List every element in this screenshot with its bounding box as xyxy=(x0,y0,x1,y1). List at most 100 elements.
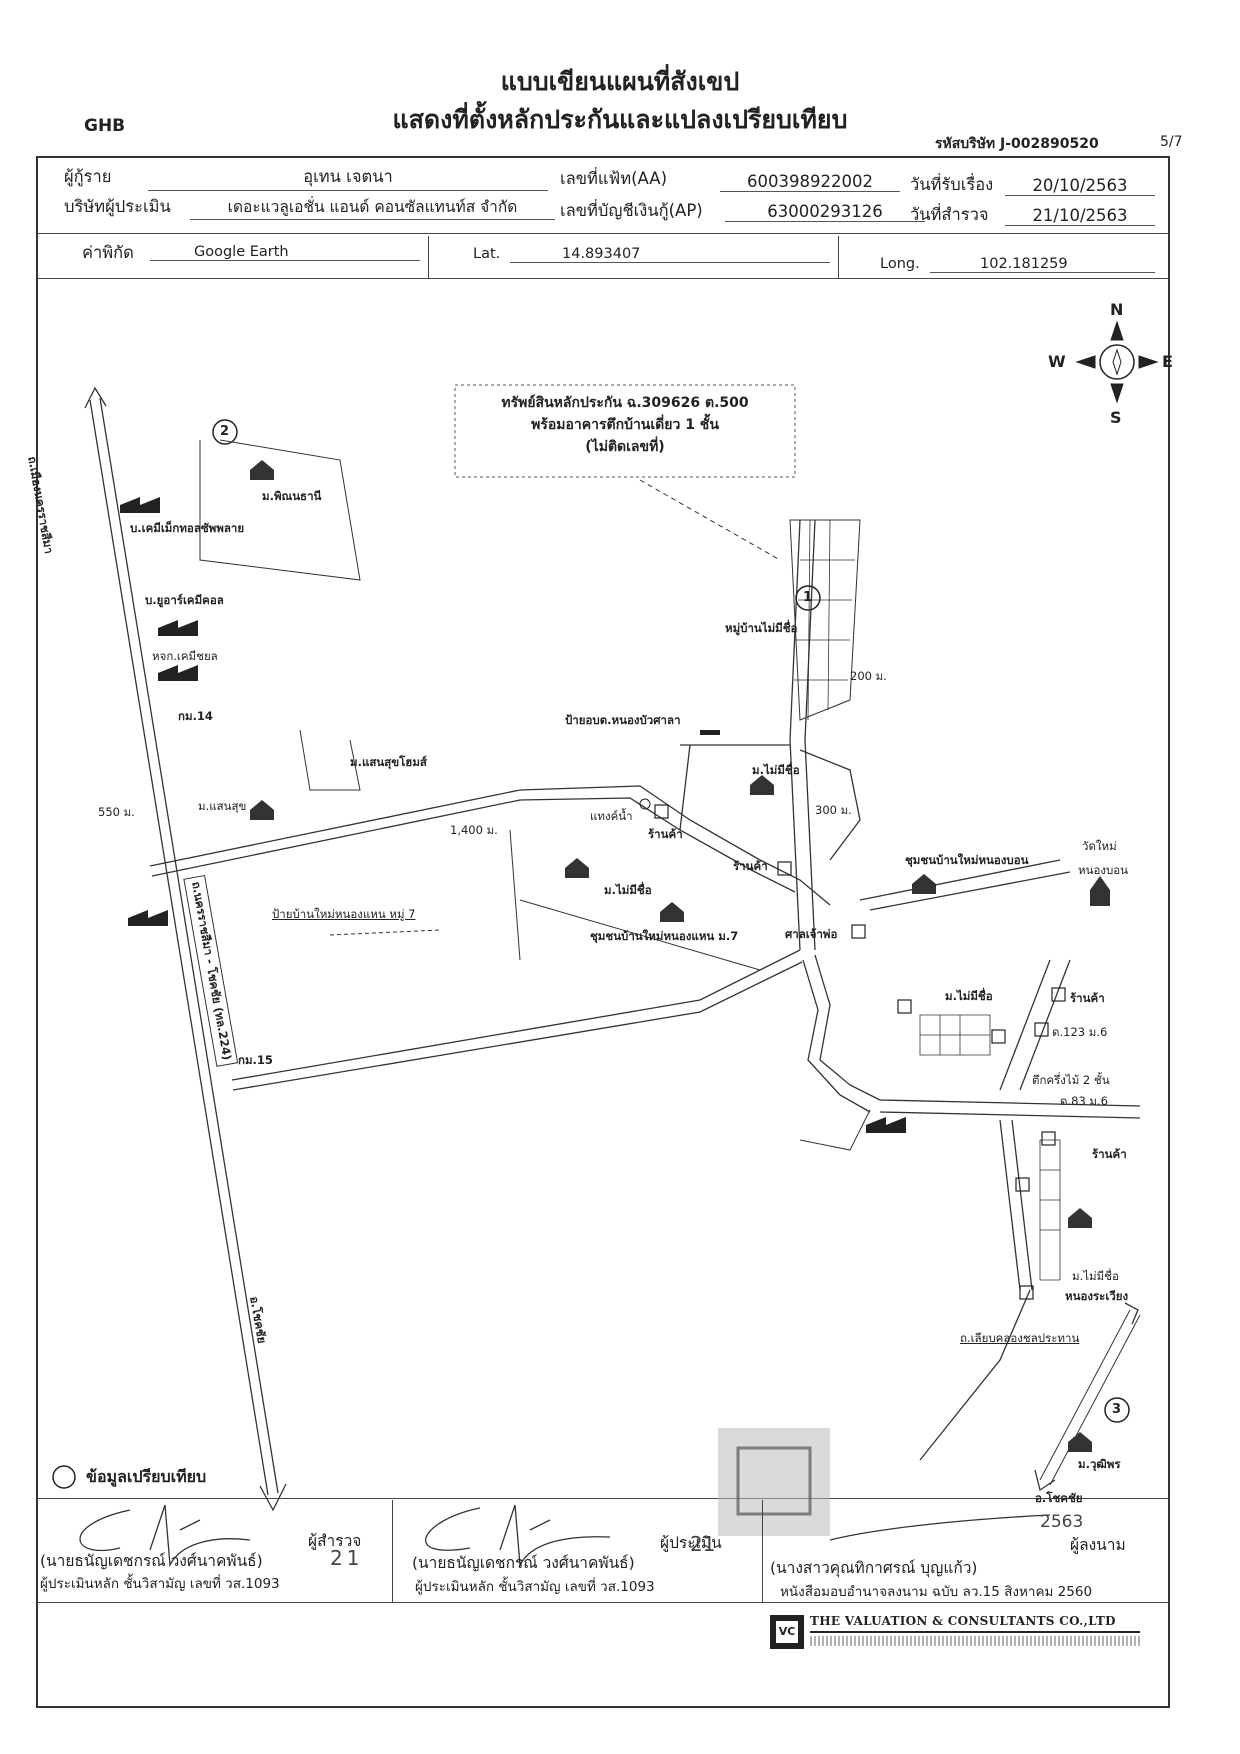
received-value: 20/10/2563 xyxy=(1005,176,1155,196)
label-d123: ด.123 ม.6 xyxy=(1052,1025,1108,1039)
label-shop3: ร้านค้า xyxy=(1070,991,1105,1005)
title-line1: แบบเขียนแผนที่สังเขป xyxy=(500,67,740,96)
shop-icon xyxy=(897,999,912,1014)
borrower-value: อุเทน เจตนา xyxy=(148,164,548,191)
surveyor-role: ผู้สำรวจ xyxy=(308,1532,362,1550)
label-d83: ด.83 ม.6 xyxy=(1060,1094,1108,1108)
signer-title: หนังสือมอบอำนาจลงนาม ฉบับ ลว.15 สิงหาคม … xyxy=(780,1584,1093,1600)
label-km14: กม.14 xyxy=(178,709,213,723)
highway-arrow-north xyxy=(84,386,107,409)
house-icon xyxy=(250,800,274,820)
house-icon xyxy=(250,460,274,480)
label-ur-chemical: บ.ยูอาร์เคมีคอล xyxy=(145,593,224,607)
page-number: 5/7 xyxy=(1160,134,1183,150)
signer-role: ผู้ลงนาม xyxy=(1070,1536,1126,1554)
house-icon xyxy=(750,775,774,795)
label-m-no-name3: ม.ไม่มีชื่อ xyxy=(945,989,993,1003)
label-d200: 200 ม. xyxy=(850,669,887,683)
label-sign-village: ป้ายบ้านใหม่หนองแหน หมู่ 7 xyxy=(272,907,416,921)
label-nongbon: หนองบอน xyxy=(1078,863,1129,877)
long-label: Long. xyxy=(880,256,920,272)
factory-icon xyxy=(120,497,160,513)
label-d300: 300 ม. xyxy=(815,803,852,817)
appraiser-role: ผู้ประเมิน xyxy=(660,1534,722,1552)
temple-icon xyxy=(1090,876,1110,906)
label-wat-mai: วัดใหม่ xyxy=(1082,839,1117,853)
marker-2-label: 2 xyxy=(220,424,230,439)
label-chokchai: อ.โชคชัย xyxy=(1035,1491,1083,1505)
logo-text: VC xyxy=(778,1625,796,1638)
appraiser-label: บริษัทผู้ประเมิน xyxy=(64,197,171,216)
signer-name: (นางสาวคุณทิกาศรณ์ บุญแก้ว) xyxy=(770,1559,978,1577)
factory-icon xyxy=(866,1117,906,1133)
callout-line1: ทรัพย์สินหลักประกัน ฉ.309626 ต.500 xyxy=(501,395,749,411)
appraiser-title: ผู้ประเมินหลัก ชั้นวิสามัญ เลขที่ วส.109… xyxy=(415,1579,655,1595)
property-callout: ทรัพย์สินหลักประกัน ฉ.309626 ต.500 พร้อม… xyxy=(455,392,795,458)
callout-box xyxy=(454,384,796,478)
label-d1400: 1,400 ม. xyxy=(450,823,498,837)
label-half-wood: ตึกครึ่งไม้ 2 ชั้น xyxy=(1032,1073,1110,1087)
stamp-year: 2563 xyxy=(1040,1512,1084,1532)
shop-icon xyxy=(1015,1177,1030,1192)
callout-line3: (ไม่ติดเลขที่) xyxy=(585,439,665,455)
appraiser-signature xyxy=(425,1504,611,1568)
appraiser-name: (นายธนัญเดชกรณ์ วงศ์นาคพันธ์) xyxy=(412,1554,635,1572)
label-community-nongbon: ชุมชนบ้านใหม่หนองบอน xyxy=(905,853,1029,867)
stamp-date2: 21 xyxy=(690,1532,716,1556)
account-value: 63000293126 xyxy=(725,202,925,222)
label-water-tank: แทงค์น้ำ xyxy=(590,809,633,823)
label-chem-shop: หจก.เคมีชยล xyxy=(152,649,218,663)
shop-icon xyxy=(851,924,866,939)
company-rule xyxy=(810,1631,1140,1634)
label-nong-rawiang: หนองระเวียง xyxy=(1065,1289,1129,1303)
divider xyxy=(36,278,1170,279)
borrower-label: ผู้กู้ราย xyxy=(64,167,112,186)
stamp-icon xyxy=(718,1428,830,1536)
house-icon xyxy=(660,902,684,922)
label-canal-road: ถ.เลียบคลองชลประทาน xyxy=(960,1331,1080,1345)
marker-1-label: 1 xyxy=(803,590,813,605)
water-tank-icon xyxy=(639,798,651,810)
marker-3 xyxy=(1104,1397,1130,1423)
label-saensuk-home: ม.แสนสุขโฮมส์ xyxy=(350,755,427,769)
lat-value: 14.893407 xyxy=(510,246,830,263)
label-shop1: ร้านค้า xyxy=(648,827,683,841)
stamp-date1: 21 xyxy=(330,1546,364,1570)
shop-icon xyxy=(654,804,669,819)
shop-icon xyxy=(777,861,792,876)
shop-icon xyxy=(1051,987,1066,1002)
title-line2: แสดงที่ตั้งหลักประกันและแปลงเปรียบเทียบ xyxy=(392,105,848,134)
compass-w: W xyxy=(1048,352,1066,371)
coord-source: Google Earth xyxy=(150,244,420,261)
divider xyxy=(428,236,430,278)
company-name: THE VALUATION & CONSULTANTS CO.,LTD xyxy=(810,1614,1116,1628)
signer-signature xyxy=(829,1514,1051,1541)
compass-n: N xyxy=(1110,300,1124,319)
long-value: 102.181259 xyxy=(930,256,1155,273)
bank-code: GHB xyxy=(84,116,126,136)
survey-value: 21/10/2563 xyxy=(1005,206,1155,226)
label-shop4: ร้านค้า xyxy=(1092,1147,1127,1161)
label-m-pornthani: ม.พิณนธานี xyxy=(262,489,322,503)
label-chem-factory: บ.เคมีเม็กทอลซัพพลาย xyxy=(130,521,245,535)
label-m-wuthiphon: ม.วุฒิพร xyxy=(1078,1457,1121,1471)
label-m-no-name4: ม.ไม่มีชื่อ xyxy=(1072,1269,1119,1283)
label-saensuk: ม.แสนสุข xyxy=(198,799,247,813)
appraiser-value: เดอะแวลูเอชั่น แอนด์ คอนซัลแทนท์ส จำกัด xyxy=(190,194,555,220)
label-sign-obt: ป้ายอบต.หนองบัวศาลา xyxy=(565,713,681,727)
compass-icon xyxy=(1075,320,1159,404)
form-frame xyxy=(36,156,1170,1708)
label-shop2: ร้านค้า xyxy=(733,859,768,873)
divider xyxy=(36,1602,1170,1603)
surveyor-signature xyxy=(79,1504,251,1568)
shop-icon xyxy=(991,1029,1006,1044)
factory-icon xyxy=(158,665,198,681)
company-address-block xyxy=(810,1636,1140,1646)
shop-icon xyxy=(1019,1285,1034,1300)
divider xyxy=(36,233,1170,234)
divider xyxy=(392,1500,393,1602)
divider xyxy=(36,1498,1170,1499)
label-m-no-name1: ม.ไม่มีชื่อ xyxy=(752,763,800,777)
label-community-m7: ชุมชนบ้านใหม่หนองแหน ม.7 xyxy=(590,929,739,943)
callout-line2: พร้อมอาคารตึกบ้านเดี่ยว 1 ชั้น xyxy=(531,417,719,433)
